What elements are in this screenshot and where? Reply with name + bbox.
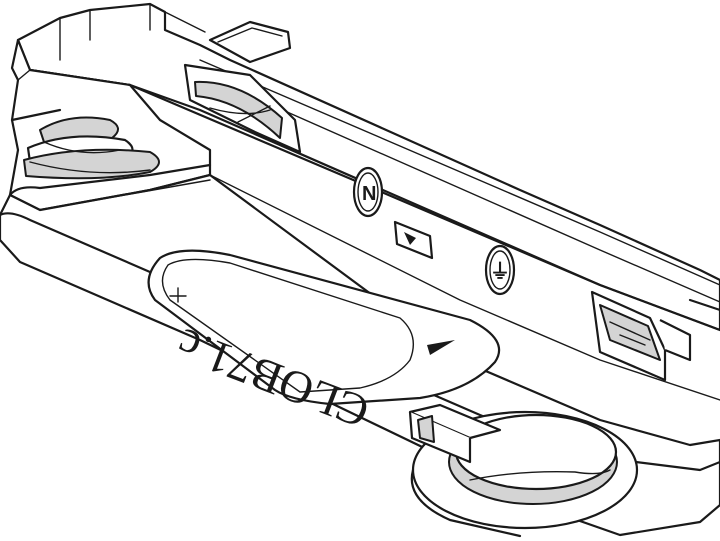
- earth-symbol: ⏚: [484, 244, 516, 296]
- neutral-symbol-label: N: [362, 183, 376, 205]
- right-connector: [590, 290, 720, 382]
- upper-slot: [183, 63, 302, 154]
- earth-symbol-label: ⏚: [490, 260, 510, 283]
- ring-latch: [408, 403, 502, 464]
- locking-tab: [208, 20, 292, 64]
- neutral-symbol: N: [352, 166, 384, 218]
- thread-cone: [23, 116, 160, 180]
- center-notch: [393, 220, 434, 260]
